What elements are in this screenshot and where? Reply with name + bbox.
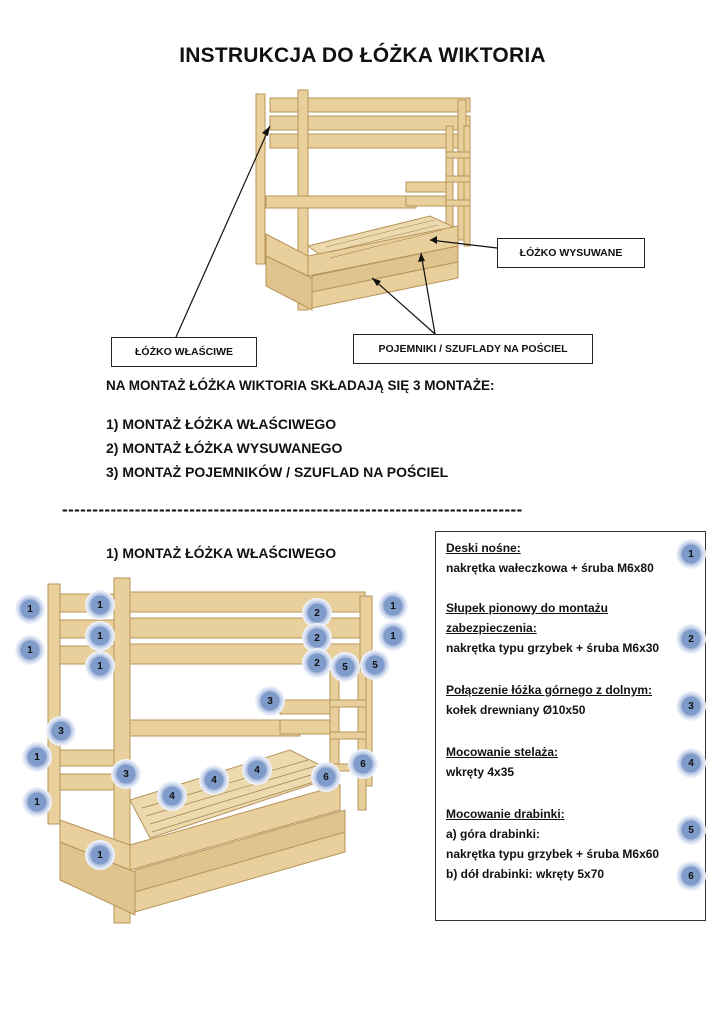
part-number-badge: 3 [255,686,285,716]
legend-line: nakrętka wałeczkowa + śruba M6x80 [446,561,654,575]
legend-badge: 3 [676,691,706,721]
part-number-badge: 5 [330,652,360,682]
fasteners-legend: Deski nośne: nakrętka wałeczkowa + śruba… [435,531,706,921]
part-number-badge: 1 [15,594,45,624]
label-pull-out-bed: ŁÓŻKO WYSUWANE [497,238,645,268]
section-divider: ----------------------------------------… [62,500,523,519]
part-number-badge: 1 [378,621,408,651]
part-number-badge: 4 [157,781,187,811]
legend-badge: 4 [676,748,706,778]
legend-line: b) dół drabinki: wkręty 5x70 [446,867,605,881]
part-number-badge: 1 [22,787,52,817]
legend-heading: Słupek pionowy do montażu zabezpieczenia… [446,601,608,635]
legend-line: kołek drewniany Ø10x50 [446,703,586,717]
legend-badge: 1 [676,539,706,569]
legend-item-2: Słupek pionowy do montażu zabezpieczenia… [446,598,676,658]
legend-line: wkręty 4x35 [446,765,515,779]
part-number-badge: 1 [22,742,52,772]
legend-heading: Mocowanie stelaża: [446,745,559,759]
section-title: 1) MONTAŻ ŁÓŻKA WŁAŚCIWEGO [106,545,337,561]
legend-heading: Deski nośne: [446,541,521,555]
legend-badge: 5 [676,815,706,845]
part-number-badge: 1 [85,840,115,870]
legend-item-5: Mocowanie drabinki: a) góra drabinki: na… [446,804,659,884]
part-number-badge: 4 [199,765,229,795]
step-item: 2) MONTAŻ ŁÓŻKA WYSUWANEGO [106,440,343,456]
legend-item-3: Połączenie łóżka górnego z dolnym: kołek… [446,680,652,720]
part-number-badge: 1 [15,635,45,665]
part-number-badge: 1 [378,591,408,621]
legend-item-1: Deski nośne: nakrętka wałeczkowa + śruba… [446,538,654,578]
label-drawers: POJEMNIKI / SZUFLADY NA POŚCIEL [353,334,593,364]
part-number-badge: 5 [360,650,390,680]
legend-line: nakrętka typu grzybek + śruba M6x60 [446,847,660,861]
legend-badge: 6 [676,861,706,891]
part-number-badge: 3 [46,716,76,746]
legend-heading: Mocowanie drabinki: [446,807,565,821]
part-number-badge: 6 [311,762,341,792]
legend-badge: 2 [676,624,706,654]
legend-line: a) góra drabinki: [446,827,541,841]
part-number-badge: 2 [302,648,332,678]
part-number-badge: 4 [242,755,272,785]
label-main-bed: ŁÓŻKO WŁAŚCIWE [111,337,257,367]
part-number-badge: 1 [85,651,115,681]
part-number-badge: 1 [85,590,115,620]
part-number-badge: 1 [85,621,115,651]
legend-line: nakrętka typu grzybek + śruba M6x30 [446,641,660,655]
pointer-lines [175,125,498,338]
legend-heading: Połączenie łóżka górnego z dolnym: [446,683,653,697]
part-number-badge: 6 [348,749,378,779]
bunk-bed-overview-image [255,89,471,311]
step-item: 3) MONTAŻ POJEMNIKÓW / SZUFLAD NA POŚCIE… [106,464,449,480]
assembly-steps-list: 1) MONTAŻ ŁÓŻKA WŁAŚCIWEGO 2) MONTAŻ ŁÓŻ… [106,412,448,484]
step-item: 1) MONTAŻ ŁÓŻKA WŁAŚCIWEGO [106,416,337,432]
legend-item-4: Mocowanie stelaża: wkręty 4x35 [446,742,558,782]
part-number-badge: 3 [111,759,141,789]
page-title: INSTRUKCJA DO ŁÓŻKA WIKTORIA [179,44,546,67]
intro-text: NA MONTAŻ ŁÓŻKA WIKTORIA SKŁADAJĄ SIĘ 3 … [106,378,495,393]
